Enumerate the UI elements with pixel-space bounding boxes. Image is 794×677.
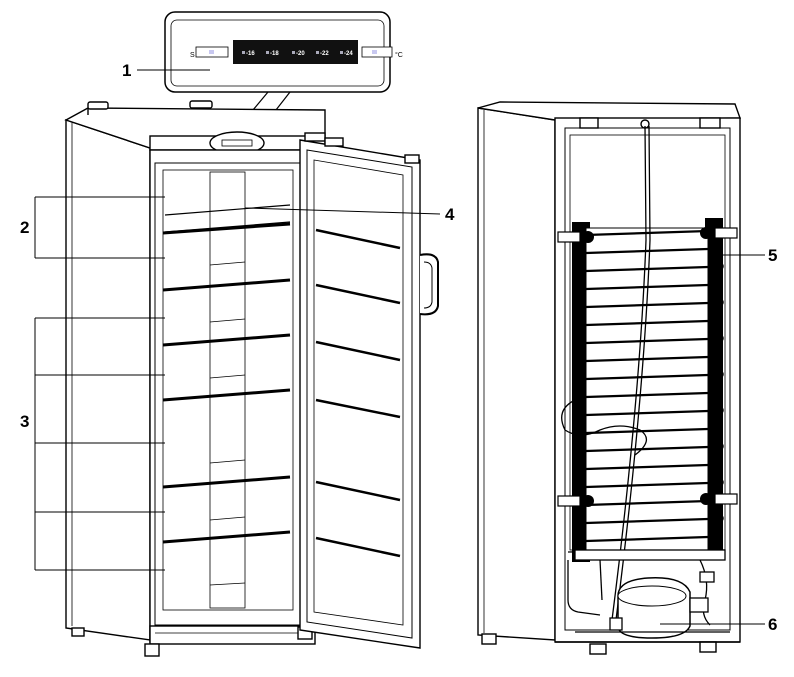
temp-setting-5: -24 (344, 51, 353, 57)
temperature-display (233, 40, 358, 64)
control-panel-zoom: S -16 -18 -20 -22 -24 °C (164, 11, 403, 134)
temp-setting-2: -18 (270, 51, 279, 57)
freezer-front-view (64, 100, 326, 657)
panel-s-label: S (190, 52, 195, 59)
freezer-door (299, 132, 439, 649)
callout-4: 4 (445, 205, 455, 224)
temp-setting-3: -20 (296, 51, 305, 57)
panel-celsius-label: °C (395, 51, 403, 59)
freezer-drawers (162, 222, 291, 586)
callout-3: 3 (20, 412, 29, 431)
callout-labels: 1 2 3 4 5 6 (20, 61, 777, 634)
temp-setting-4: -22 (320, 51, 329, 57)
callout-5: 5 (768, 246, 777, 265)
callout-1: 1 (122, 61, 131, 80)
callout-2: 2 (20, 218, 29, 237)
callout-6: 6 (768, 615, 777, 634)
compressor-assembly (561, 125, 730, 639)
condenser-coil (557, 218, 738, 562)
callout-lines (34, 69, 765, 625)
temperature-setpoints: -16 -18 -20 -22 -24 (242, 51, 353, 57)
temp-setting-1: -16 (246, 51, 255, 57)
